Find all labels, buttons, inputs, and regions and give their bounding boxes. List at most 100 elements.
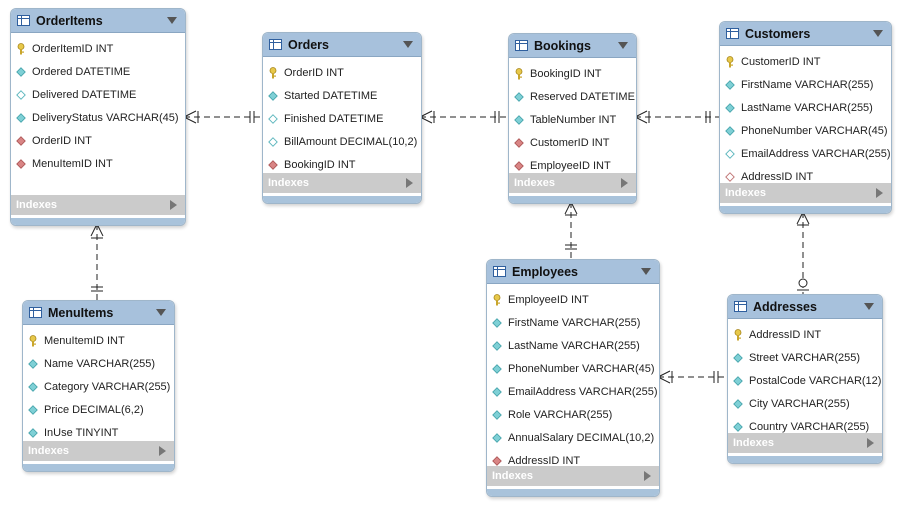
indexes-label: Indexes: [268, 177, 309, 189]
orders-header[interactable]: Orders: [263, 33, 421, 57]
column-label: CustomerID INT: [741, 55, 821, 68]
column-icon: [513, 91, 525, 103]
primary-key-icon: [491, 293, 503, 306]
column-row[interactable]: AddressID INT: [720, 165, 891, 188]
expand-arrow-icon[interactable]: [876, 188, 883, 198]
column-row[interactable]: Street VARCHAR(255): [728, 346, 882, 369]
column-row[interactable]: Started DATETIME: [263, 84, 421, 107]
column-row[interactable]: MenuItemID INT: [23, 329, 174, 352]
column-row[interactable]: OrderID INT: [263, 61, 421, 84]
column-row[interactable]: AnnualSalary DECIMAL(10,2): [487, 426, 659, 449]
column-label: Name VARCHAR(255): [44, 357, 156, 370]
indexes-section[interactable]: Indexes: [11, 195, 185, 215]
column-row[interactable]: EmailAddress VARCHAR(255): [487, 380, 659, 403]
column-row[interactable]: Price DECIMAL(6,2): [23, 398, 174, 421]
column-row[interactable]: PostalCode VARCHAR(12): [728, 369, 882, 392]
collapse-arrow-icon[interactable]: [618, 42, 628, 49]
column-row[interactable]: Name VARCHAR(255): [23, 352, 174, 375]
column-row[interactable]: PhoneNumber VARCHAR(45): [720, 119, 891, 142]
menuitems-header[interactable]: MenuItems: [23, 301, 174, 325]
column-row[interactable]: TableNumber INT: [509, 108, 636, 131]
column-row[interactable]: Ordered DATETIME: [11, 60, 185, 83]
column-label: EmailAddress VARCHAR(255): [508, 385, 658, 398]
column-row[interactable]: Country VARCHAR(255): [728, 415, 882, 438]
column-label: TableNumber INT: [530, 113, 617, 126]
collapse-arrow-icon[interactable]: [156, 309, 166, 316]
column-label: PostalCode VARCHAR(12): [749, 374, 882, 387]
column-row[interactable]: EmployeeID INT: [509, 154, 636, 177]
foreign-key-icon: [267, 159, 279, 171]
column-row[interactable]: Delivered DATETIME: [11, 83, 185, 106]
collapse-arrow-icon[interactable]: [403, 41, 413, 48]
indexes-section[interactable]: Indexes: [728, 433, 882, 453]
column-row[interactable]: BillAmount DECIMAL(10,2): [263, 130, 421, 153]
indexes-section[interactable]: Indexes: [720, 183, 891, 203]
column-row[interactable]: FirstName VARCHAR(255): [720, 73, 891, 96]
expand-arrow-icon[interactable]: [621, 178, 628, 188]
column-row[interactable]: Role VARCHAR(255): [487, 403, 659, 426]
column-row[interactable]: City VARCHAR(255): [728, 392, 882, 415]
customers-columns: CustomerID INT FirstName VARCHAR(255)Last…: [720, 46, 891, 188]
expand-arrow-icon[interactable]: [867, 438, 874, 448]
column-row[interactable]: CustomerID INT: [720, 50, 891, 73]
column-row[interactable]: EmployeeID INT: [487, 288, 659, 311]
primary-key-icon: [724, 55, 736, 68]
column-row[interactable]: AddressID INT: [728, 323, 882, 346]
column-row[interactable]: AddressID INT: [487, 449, 659, 472]
expand-arrow-icon[interactable]: [644, 471, 651, 481]
employees-header[interactable]: Employees: [487, 260, 659, 284]
orderitems-header[interactable]: OrderItems: [11, 9, 185, 33]
column-icon: [724, 79, 736, 91]
column-icon: [27, 358, 39, 370]
column-row[interactable]: PhoneNumber VARCHAR(45): [487, 357, 659, 380]
column-icon: [491, 432, 503, 444]
indexes-section[interactable]: Indexes: [263, 173, 421, 193]
column-row[interactable]: BookingID INT: [263, 153, 421, 176]
column-label: FirstName VARCHAR(255): [508, 316, 641, 329]
collapse-arrow-icon[interactable]: [167, 17, 177, 24]
column-icon: [15, 66, 27, 78]
column-icon: [491, 409, 503, 421]
collapse-arrow-icon[interactable]: [864, 303, 874, 310]
column-row[interactable]: LastName VARCHAR(255): [720, 96, 891, 119]
column-row[interactable]: DeliveryStatus VARCHAR(45): [11, 106, 185, 129]
column-row[interactable]: LastName VARCHAR(255): [487, 334, 659, 357]
column-row[interactable]: Reserved DATETIME: [509, 85, 636, 108]
column-row[interactable]: EmailAddress VARCHAR(255): [720, 142, 891, 165]
column-icon: [513, 114, 525, 126]
column-row[interactable]: Category VARCHAR(255): [23, 375, 174, 398]
nullable-column-icon: [15, 89, 27, 101]
indexes-label: Indexes: [733, 437, 774, 449]
collapse-arrow-icon[interactable]: [641, 268, 651, 275]
column-row[interactable]: InUse TINYINT: [23, 421, 174, 444]
expand-arrow-icon[interactable]: [159, 446, 166, 456]
column-row[interactable]: CustomerID INT: [509, 131, 636, 154]
column-row[interactable]: BookingID INT: [509, 62, 636, 85]
indexes-section[interactable]: Indexes: [487, 466, 659, 486]
expand-arrow-icon[interactable]: [170, 200, 177, 210]
column-row[interactable]: MenuItemID INT: [11, 152, 185, 175]
column-label: AnnualSalary DECIMAL(10,2): [508, 431, 655, 444]
collapse-arrow-icon[interactable]: [873, 30, 883, 37]
expand-arrow-icon[interactable]: [406, 178, 413, 188]
column-row[interactable]: FirstName VARCHAR(255): [487, 311, 659, 334]
column-row[interactable]: OrderItemID INT: [11, 37, 185, 60]
indexes-section[interactable]: Indexes: [23, 441, 174, 461]
column-row[interactable]: OrderID INT: [11, 129, 185, 152]
customers-header[interactable]: Customers: [720, 22, 891, 46]
bookings-header[interactable]: Bookings: [509, 34, 636, 58]
relationship-orders-bookings: [419, 110, 508, 124]
indexes-section[interactable]: Indexes: [509, 173, 636, 193]
column-row[interactable]: Finished DATETIME: [263, 107, 421, 130]
column-icon: [732, 375, 744, 387]
column-label: Finished DATETIME: [284, 112, 384, 125]
addresses-header[interactable]: Addresses: [728, 295, 882, 319]
